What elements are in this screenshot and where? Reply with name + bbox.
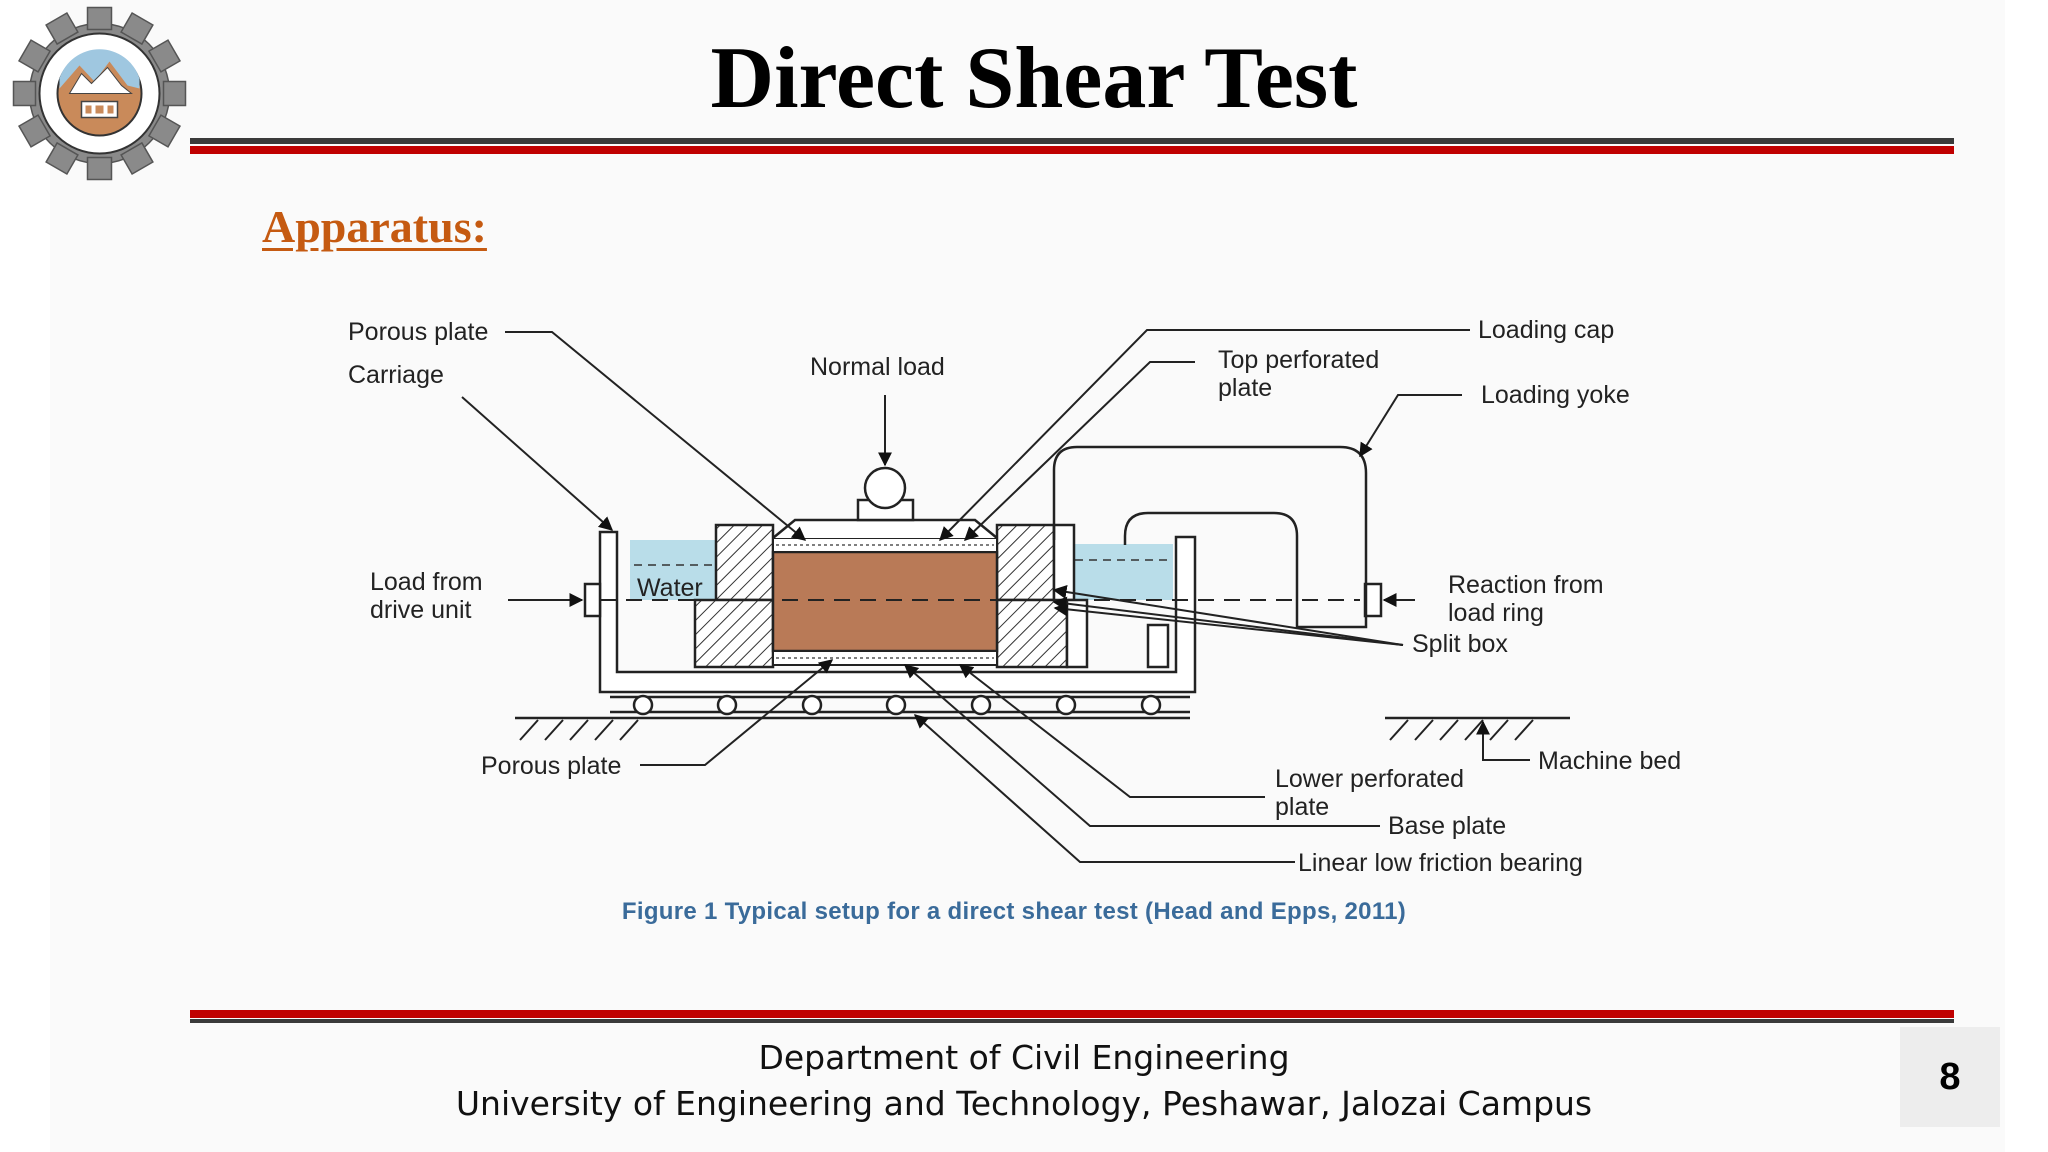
label-machine-bed: Machine bed: [1538, 747, 1681, 775]
footer-university: University of Engineering and Technology…: [455, 1084, 1593, 1123]
footer-divider-red: [190, 1010, 1954, 1018]
page-number-box: [1900, 1027, 2000, 1127]
label-normal-load: Normal load: [810, 353, 945, 381]
loading-cap: [772, 518, 998, 539]
label-split-box: Split box: [1412, 630, 1508, 658]
water: [630, 540, 1173, 600]
label-porous-plate-bottom: Porous plate: [481, 752, 621, 780]
label-base-plate: Base plate: [1388, 812, 1506, 840]
label-lower-perforated-1: Lower perforated: [1275, 765, 1464, 793]
label-top-perforated-1: Top perforated: [1218, 346, 1379, 374]
footer-divider-dark: [190, 1019, 1954, 1023]
loading-yoke: [1052, 445, 1368, 629]
label-load-drive-2: drive unit: [370, 596, 471, 624]
footer-department: Department of Civil Engineering: [758, 1038, 1290, 1077]
title-divider-dark: [190, 138, 1954, 144]
figure-caption: Figure 1 Typical setup for a direct shea…: [621, 898, 1407, 925]
label-carriage: Carriage: [348, 361, 444, 389]
soil-sample: [771, 550, 999, 653]
label-loading-yoke: Loading yoke: [1481, 381, 1630, 409]
label-reaction-1: Reaction from: [1448, 571, 1604, 599]
label-reaction-2: load ring: [1448, 599, 1544, 627]
label-bearing: Linear low friction bearing: [1298, 849, 1583, 877]
label-top-perforated-2: plate: [1218, 374, 1272, 402]
page-number: 8: [1939, 1055, 1961, 1098]
label-porous-plate-top: Porous plate: [348, 318, 488, 346]
split-box: [693, 523, 1069, 669]
label-water: Water: [637, 574, 703, 602]
slide-title: Direct Shear Test: [710, 30, 1358, 127]
label-load-drive-1: Load from: [370, 568, 483, 596]
bearing-rollers: [610, 694, 1190, 716]
direct-shear-diagram: Porous plate Carriage Normal load Top pe…: [348, 316, 1681, 877]
section-heading: Apparatus:: [262, 201, 487, 252]
machine-bed: [515, 716, 1570, 741]
label-loading-cap: Loading cap: [1478, 316, 1614, 344]
carriage: [583, 530, 1383, 694]
university-seal-logo: [12, 6, 187, 181]
title-divider-red: [190, 146, 1954, 154]
label-lower-perforated-2: plate: [1275, 793, 1329, 821]
